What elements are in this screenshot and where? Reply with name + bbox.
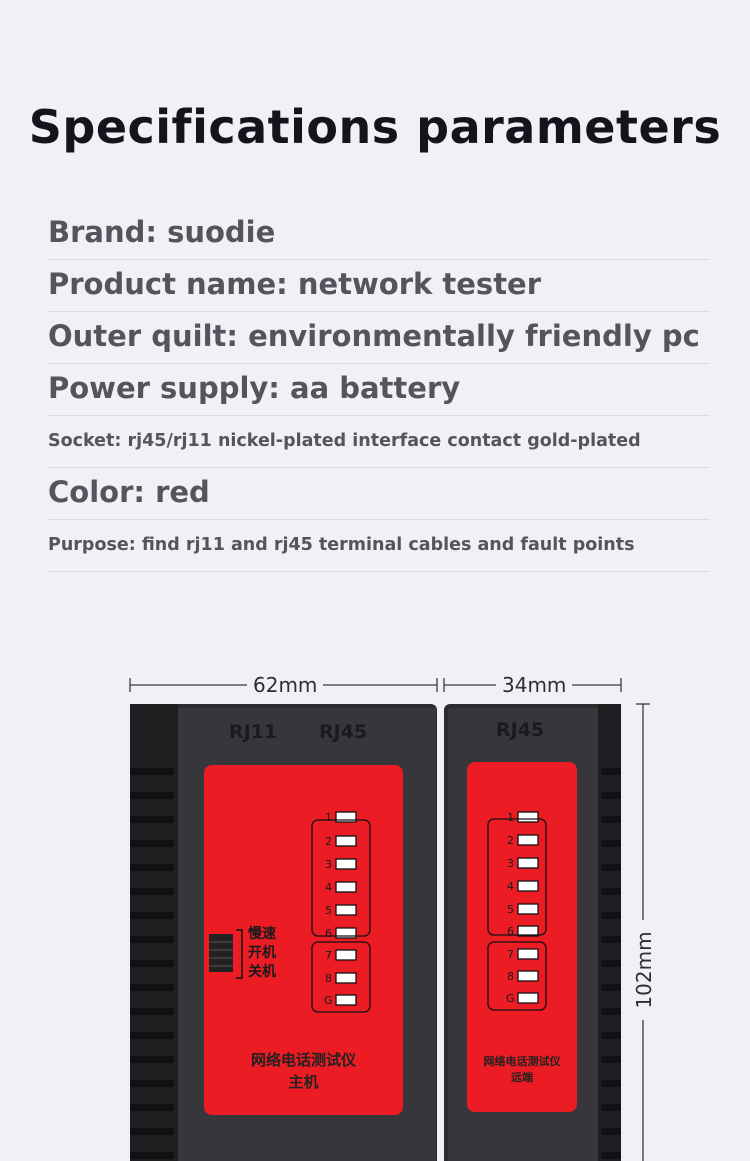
height-label: 102mm bbox=[632, 920, 656, 1020]
remote-unit-name: 网络电话测试仪 bbox=[483, 1055, 561, 1068]
spec-row: Power supply: aa battery bbox=[48, 364, 710, 416]
switch-label-on: 开机 bbox=[248, 945, 276, 961]
pin-label: 7 bbox=[325, 949, 332, 962]
pin-label: 6 bbox=[325, 927, 332, 940]
pin-label: 5 bbox=[507, 903, 514, 916]
pin-label: 8 bbox=[325, 972, 332, 985]
width-main-label: 62mm bbox=[247, 673, 324, 697]
main-unit-name: 网络电话测试仪 bbox=[250, 1051, 356, 1069]
remote-port-label: RJ45 bbox=[496, 719, 545, 741]
main-unit-subname: 主机 bbox=[288, 1073, 319, 1091]
tester-illustration bbox=[129, 678, 650, 1161]
pin-label: 2 bbox=[507, 834, 514, 847]
pin-label: 1 bbox=[325, 811, 332, 824]
page-title: Specifications parameters bbox=[28, 100, 722, 154]
pin-label: 4 bbox=[507, 880, 514, 893]
remote-unit-subname: 远端 bbox=[511, 1071, 533, 1084]
switch-label-off: 关机 bbox=[248, 964, 276, 980]
remote-unit bbox=[444, 704, 621, 1161]
port-rj45-label: RJ45 bbox=[319, 721, 368, 743]
switch-label-slow: 慢速 bbox=[248, 926, 276, 942]
pin-label: 2 bbox=[325, 835, 332, 848]
spec-row: Color: red bbox=[48, 468, 710, 520]
spec-row: Brand: suodie bbox=[48, 208, 710, 260]
pin-label: 7 bbox=[507, 948, 514, 961]
pin-label: G bbox=[506, 992, 515, 1005]
pin-label: 5 bbox=[325, 904, 332, 917]
pin-label: 1 bbox=[507, 811, 514, 824]
product-image: 62mm 34mm 102mm RJ11 RJ45 RJ45 1 2 3 4 5… bbox=[0, 660, 750, 1161]
pin-label: 3 bbox=[507, 857, 514, 870]
main-unit bbox=[130, 704, 437, 1161]
pin-label: G bbox=[324, 994, 333, 1007]
pin-label: 3 bbox=[325, 858, 332, 871]
port-rj11-label: RJ11 bbox=[229, 721, 278, 743]
spec-row: Product name: network tester bbox=[48, 260, 710, 312]
pin-label: 8 bbox=[507, 970, 514, 983]
pin-label: 6 bbox=[507, 925, 514, 938]
spec-row: Outer quilt: environmentally friendly pc bbox=[48, 312, 710, 364]
spec-row: Socket: rj45/rj11 nickel-plated interfac… bbox=[48, 416, 710, 468]
pin-label: 4 bbox=[325, 881, 332, 894]
width-remote-label: 34mm bbox=[496, 673, 573, 697]
spec-row: Purpose: find rj11 and rj45 terminal cab… bbox=[48, 520, 710, 572]
